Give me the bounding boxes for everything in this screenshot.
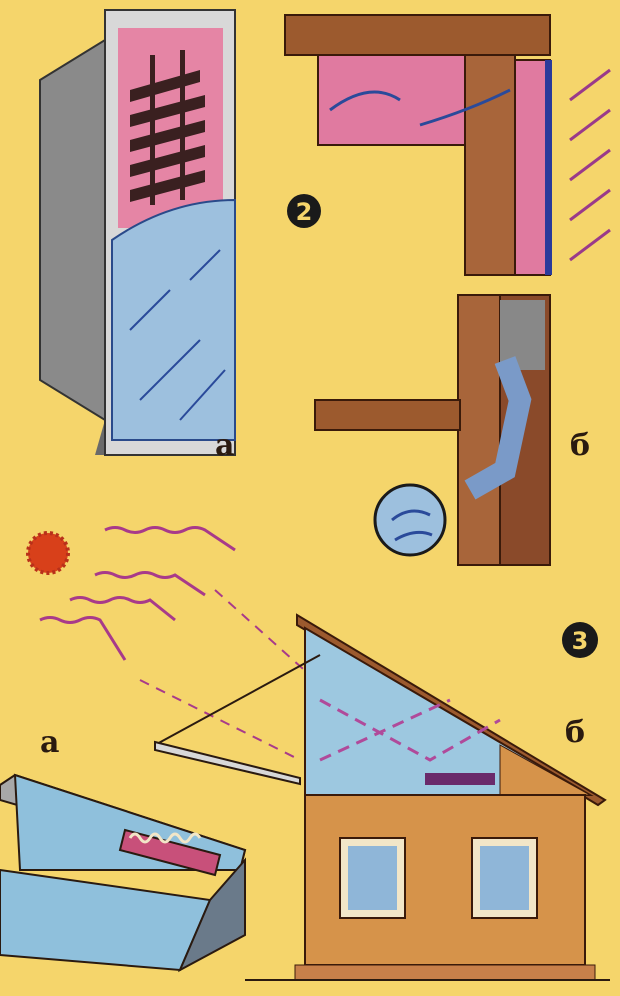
house: 3 б bbox=[154, 613, 610, 981]
figure-2-number: 2 bbox=[296, 198, 313, 226]
collector-box: а bbox=[0, 725, 247, 973]
sun bbox=[26, 526, 361, 761]
figure-3-number: 3 bbox=[572, 627, 589, 655]
wall-section: 2 б bbox=[284, 14, 611, 566]
label-2a: а bbox=[215, 428, 234, 463]
collector-panel: а bbox=[39, 9, 236, 463]
label-3a: а bbox=[40, 725, 59, 760]
label-3b: б bbox=[565, 715, 585, 750]
label-2b: б bbox=[570, 428, 590, 463]
